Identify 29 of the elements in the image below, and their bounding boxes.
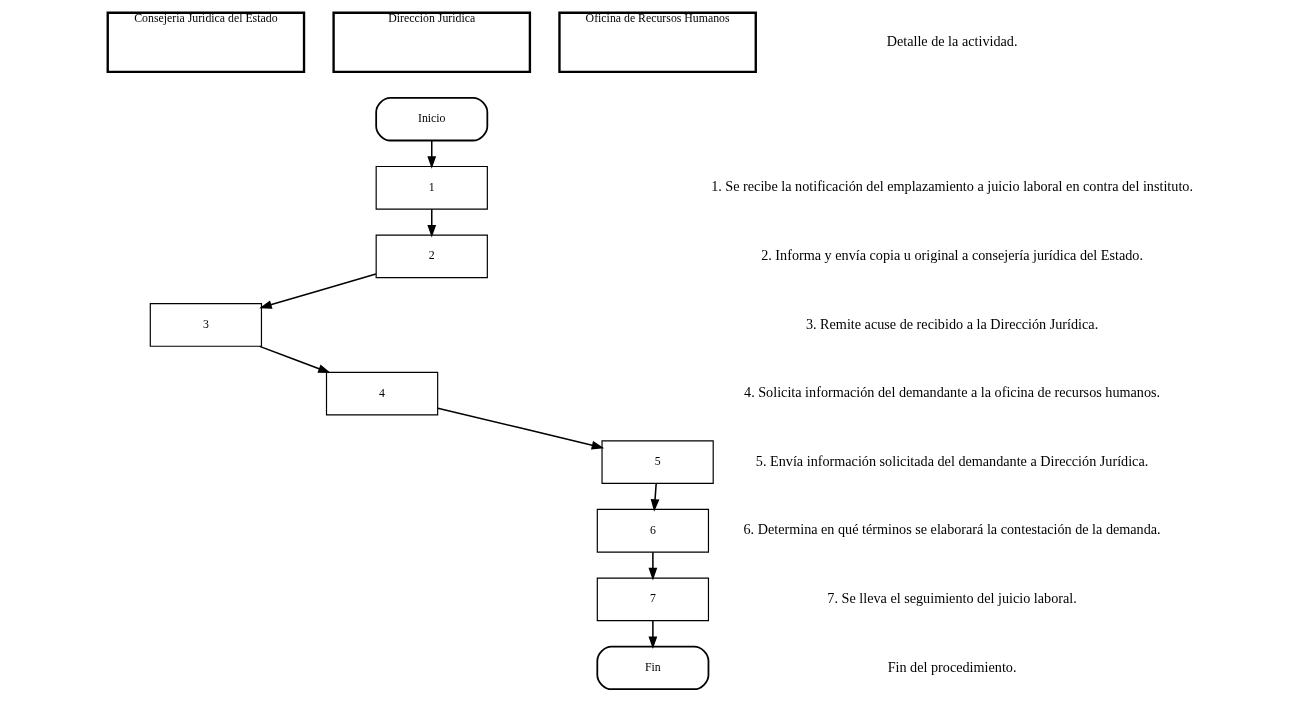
label: 3. Remite acuse de recibido a la Dirección Jurídica.	[805, 315, 1099, 332]
node-box: Fin	[596, 645, 710, 691]
arrow	[437, 407, 605, 450]
node-box: Oficina de Recursos Humanos	[558, 11, 757, 74]
label: 2. Informa y envía copia u original a consejería jurídica del Estado.	[761, 247, 1143, 264]
node-box: Inicio	[375, 97, 489, 142]
arrow	[258, 345, 331, 374]
arrow	[648, 551, 658, 581]
label: 6. Determina en qué términos se elaborará la contestación de la demanda.	[743, 521, 1161, 538]
node-box: Consejería Jurídica del Estado	[106, 11, 306, 74]
node-box: 6	[596, 508, 710, 553]
node-box: 2	[375, 234, 488, 279]
label: 4. Solicita información del demandante a la oficina de recursos humanos.	[744, 384, 1161, 401]
node-box: 3	[149, 303, 263, 347]
node-box: 5	[601, 440, 714, 485]
node-box: 4	[325, 371, 439, 416]
label: 1. Se recibe la notificación del emplazamiento a juicio laboral en contra del instituto.	[711, 178, 1193, 195]
arrow	[427, 139, 437, 169]
node-box: 7	[596, 577, 710, 622]
arrow	[650, 482, 660, 512]
label: Detalle de la actividad.	[886, 33, 1018, 50]
node-box: 1	[375, 165, 488, 210]
node-box: Dirección Jurídica	[332, 11, 532, 74]
label: Fin del procedimiento.	[887, 658, 1017, 675]
label: 5. Envía información solicitada del demandante a Dirección Jurídica.	[755, 452, 1149, 469]
arrow	[259, 273, 377, 309]
arrow	[648, 620, 658, 649]
arrow	[427, 208, 437, 238]
label: 7. Se lleva el seguimiento del juicio laboral.	[827, 590, 1077, 606]
